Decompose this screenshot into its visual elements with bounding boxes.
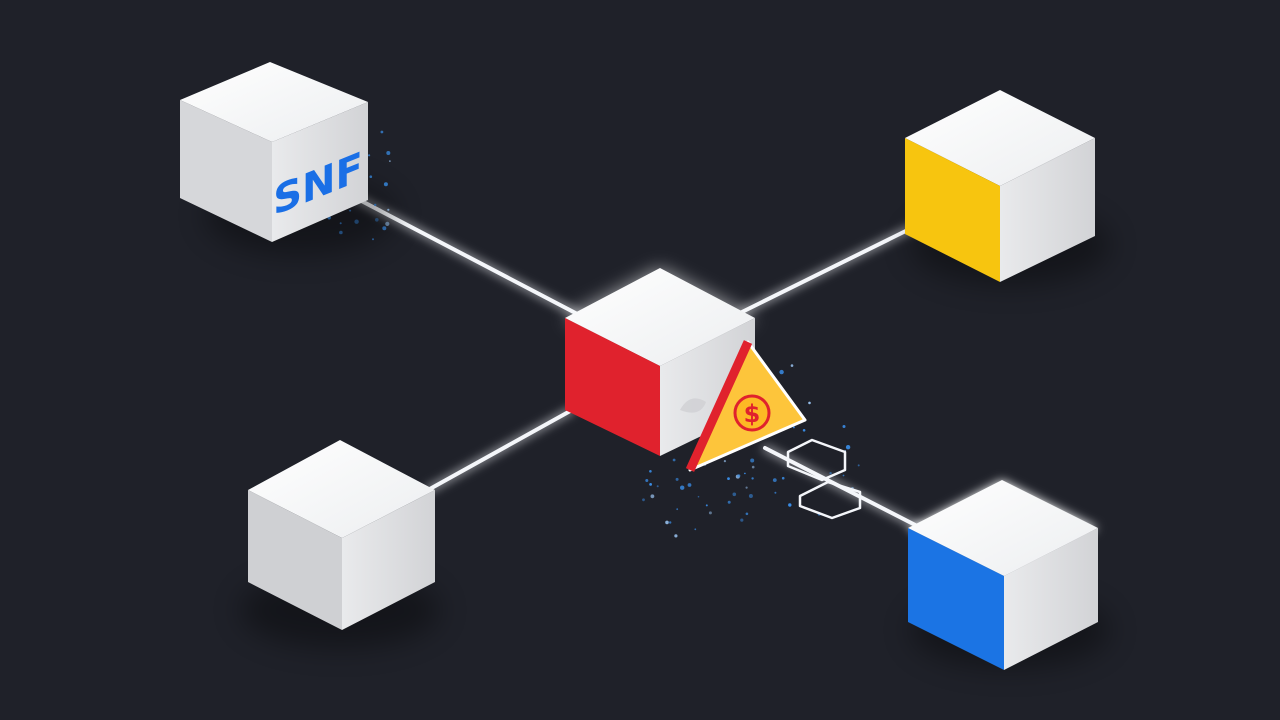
particle	[751, 465, 755, 469]
node-top-left-side	[180, 100, 272, 242]
particle	[781, 476, 785, 480]
particle	[369, 175, 373, 178]
particle	[829, 472, 832, 475]
particle	[745, 512, 749, 516]
particle	[779, 369, 784, 375]
node-bottom-right	[908, 480, 1110, 670]
particle	[380, 130, 384, 134]
node-top-left: SNF	[180, 62, 395, 255]
node-center-side	[565, 318, 660, 456]
particle	[788, 503, 792, 507]
particle	[386, 151, 391, 155]
connection-bottom-left-center	[426, 408, 574, 492]
particle	[732, 492, 737, 497]
particle	[676, 508, 679, 511]
particle	[845, 445, 851, 450]
particle	[675, 477, 679, 481]
node-top-right-side	[905, 138, 1000, 282]
node-bottom-left-side	[248, 490, 342, 630]
particle	[774, 491, 777, 494]
warning-badge: $	[685, 340, 807, 472]
particle	[649, 470, 652, 473]
particle	[857, 464, 860, 467]
particle	[740, 518, 744, 522]
particle	[697, 495, 700, 498]
particle	[750, 458, 755, 463]
particle	[723, 460, 727, 463]
particle	[669, 521, 672, 524]
particle	[737, 474, 741, 478]
particle	[792, 426, 795, 429]
particle	[665, 520, 669, 525]
particle	[694, 528, 697, 531]
chain-link-icon	[786, 438, 862, 520]
particle	[842, 474, 845, 477]
particle	[748, 494, 753, 498]
particle	[672, 458, 676, 462]
particle	[649, 483, 652, 486]
particle	[727, 500, 731, 504]
particle	[650, 494, 655, 499]
node-bottom-right-side	[908, 528, 1004, 670]
particle	[674, 534, 678, 538]
particle	[656, 485, 659, 488]
particle	[368, 154, 371, 157]
particle	[808, 401, 811, 405]
particle	[802, 429, 806, 432]
particle	[680, 485, 685, 490]
node-bottom-left	[240, 440, 440, 648]
particle	[842, 425, 846, 428]
dollar-symbol: $	[744, 400, 761, 428]
particle	[642, 498, 645, 502]
particle	[687, 483, 692, 487]
particle	[751, 477, 754, 480]
particle	[705, 504, 708, 507]
particle	[645, 479, 649, 482]
particle	[708, 511, 712, 515]
particle	[727, 477, 730, 480]
particle	[383, 182, 388, 187]
connection-center-bottom-right	[763, 446, 927, 532]
particle	[744, 472, 746, 475]
particle	[790, 364, 794, 367]
particle	[772, 478, 777, 482]
dollar-coin-icon	[733, 394, 771, 432]
node-top-right	[905, 90, 1110, 285]
particle	[389, 160, 391, 162]
particle	[745, 486, 748, 489]
